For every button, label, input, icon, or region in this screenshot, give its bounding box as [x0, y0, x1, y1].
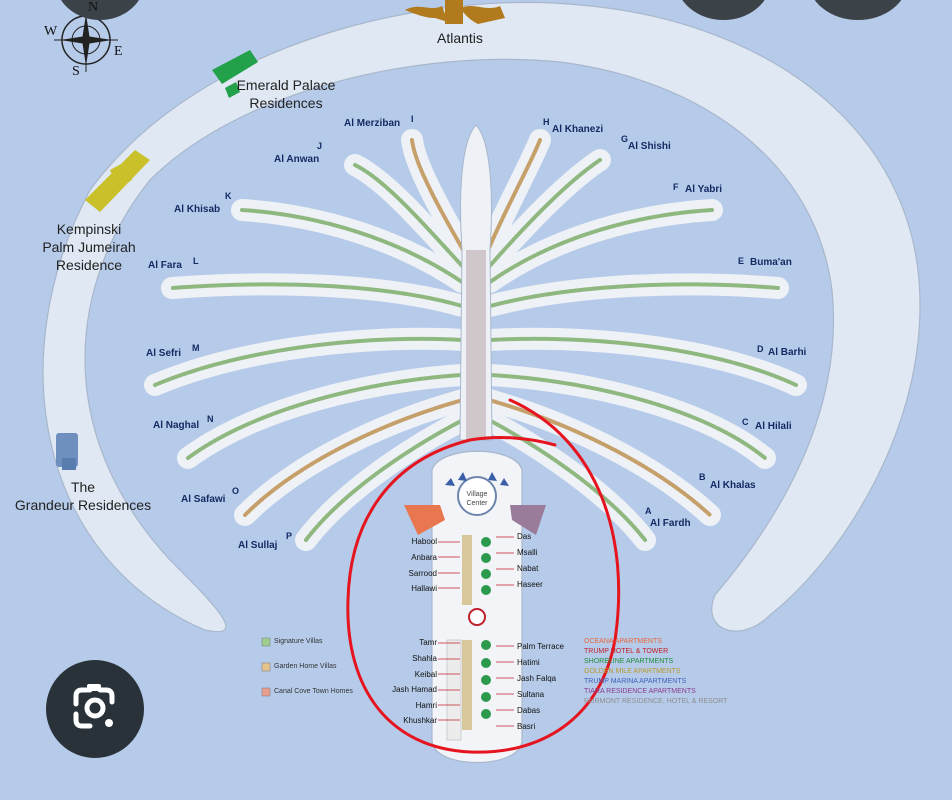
frond-letter-b: B [699, 472, 706, 482]
legend-swatch-canal [261, 687, 271, 697]
street-anbara: Anbara [411, 553, 437, 562]
frond-letter-a: A [645, 506, 652, 516]
red-circle-annotation [346, 398, 621, 754]
developments-legend: OCEANA APARTMENTS TRUMP HOTEL & TOWER SH… [584, 637, 727, 707]
frond-label-l: Al Fara [148, 260, 182, 271]
street-haseer: Haseer [517, 580, 543, 589]
frond-letter-g: G [621, 134, 629, 144]
frond-label-h: Al Khanezi [552, 124, 604, 135]
right-fronds [475, 129, 807, 551]
kempinski-label: Kempinski Palm Jumeirah Residence [42, 221, 136, 273]
compass-n: N [88, 0, 99, 15]
trunk-roundabout [468, 608, 486, 626]
frond-letter-c: C [742, 417, 749, 427]
tiara-block [510, 505, 546, 535]
street-palm-terrace: Palm Terrace [517, 642, 564, 651]
frond-label-a: Al Fardh [650, 518, 691, 529]
frond-label-n: Al Naghal [153, 420, 200, 431]
emerald-palace-label: Emerald Palace Residences [236, 77, 336, 111]
street-tamr: Tamr [419, 638, 437, 647]
frond-label-g: Al Shishi [628, 141, 671, 152]
frond-label-j: Al Anwan [274, 154, 320, 165]
street-basri: Basri [517, 722, 536, 731]
compass-rose-icon [54, 8, 118, 72]
street-das: Das [517, 532, 532, 541]
legend-canal-cove-town-homes: Canal Cove Town Homes [274, 688, 353, 695]
street-keibal: Keibal [414, 670, 437, 679]
frond-letter-f: F [673, 182, 679, 192]
street-habool: Habool [411, 537, 437, 546]
frond-label-o: Al Safawi [181, 494, 226, 505]
grandeur-footprint [56, 433, 78, 470]
atlantis-footprint [405, 0, 505, 24]
frond-letter-h: H [543, 117, 550, 127]
village-center-circle [457, 476, 497, 516]
frond-letter-l: L [193, 256, 199, 266]
street-jash-hamad: Jash Hamad [392, 685, 437, 694]
frond-letter-o: O [232, 486, 240, 496]
legend-swatch-garden [261, 662, 271, 672]
dev-fairmont: FAIRMONT RESIDENCE, HOTEL & RESORT [584, 698, 728, 705]
google-lens-button[interactable] [46, 660, 144, 758]
dev-trump-hotel: TRUMP HOTEL & TOWER [584, 648, 669, 655]
street-hamri: Hamri [415, 701, 437, 710]
frond-label-d: Al Barhi [768, 347, 807, 358]
frond-letter-m: M [192, 343, 200, 353]
street-khushkar: Khushkar [403, 716, 437, 725]
frond-letter-p: P [286, 531, 293, 541]
legend-swatch-signature [261, 637, 271, 647]
frond-letter-e: E [738, 256, 745, 266]
street-hallawi: Hallawi [411, 584, 437, 593]
street-sultana: Sultana [517, 690, 545, 699]
kempinski-footprint [85, 150, 150, 212]
street-jash-falqa: Jash Falqa [517, 674, 557, 683]
frond-label-p: Al Sullaj [238, 540, 278, 551]
street-dabas: Dabas [517, 706, 541, 715]
frond-label-c: Al Hilali [755, 421, 792, 432]
emerald-palace-footprint [212, 50, 258, 98]
dev-tiara: TIARA RESIDENCE APARTMENTS [584, 688, 696, 695]
legend-signature-villas: Signature Villas [274, 638, 323, 645]
village-center-label: Village Center [466, 491, 488, 507]
street-shahla: Shahla [412, 654, 437, 663]
frond-label-k: Al Khisab [174, 204, 221, 215]
street-hatimi: Hatimi [517, 658, 540, 667]
dev-shoreline: SHORELINE APARTMENTS [584, 658, 674, 665]
google-lens-icon [73, 684, 115, 729]
frond-label-f: Al Yabri [685, 184, 723, 195]
frond-label-b: Al Khalas [710, 480, 756, 491]
frond-label-i: Al Merziban [344, 118, 401, 129]
street-msalli: Msalli [517, 548, 538, 557]
compass-e: E [114, 44, 123, 59]
frond-label-e: Buma'an [750, 257, 792, 268]
left-fronds [144, 129, 477, 551]
dev-oceana: OCEANA APARTMENTS [584, 638, 662, 645]
frond-letter-j: J [317, 141, 323, 151]
dev-golden-mile: GOLDEN MILE APARTMENTS [584, 668, 681, 675]
street-sarrood: Sarrood [408, 569, 437, 578]
compass-s: S [72, 64, 80, 79]
frond-letter-n: N [207, 414, 214, 424]
oceana-block [404, 505, 445, 535]
legend-garden-home-villas: Garden Home Villas [274, 663, 337, 670]
grandeur-label: The Grandeur Residences [14, 479, 152, 513]
dev-trump-marina: TRUMP MARINA APARTMENTS [584, 678, 687, 685]
street-nabat: Nabat [517, 564, 539, 573]
atlantis-label: Atlantis [437, 30, 483, 46]
village-center-roofs [445, 472, 509, 486]
crescent-island [42, 1, 921, 633]
frond-label-m: Al Sefri [146, 348, 182, 359]
frond-letter-k: K [225, 191, 232, 201]
frond-letter-d: D [757, 344, 764, 354]
compass-w: W [44, 24, 58, 39]
frond-letter-i: I [411, 114, 414, 124]
